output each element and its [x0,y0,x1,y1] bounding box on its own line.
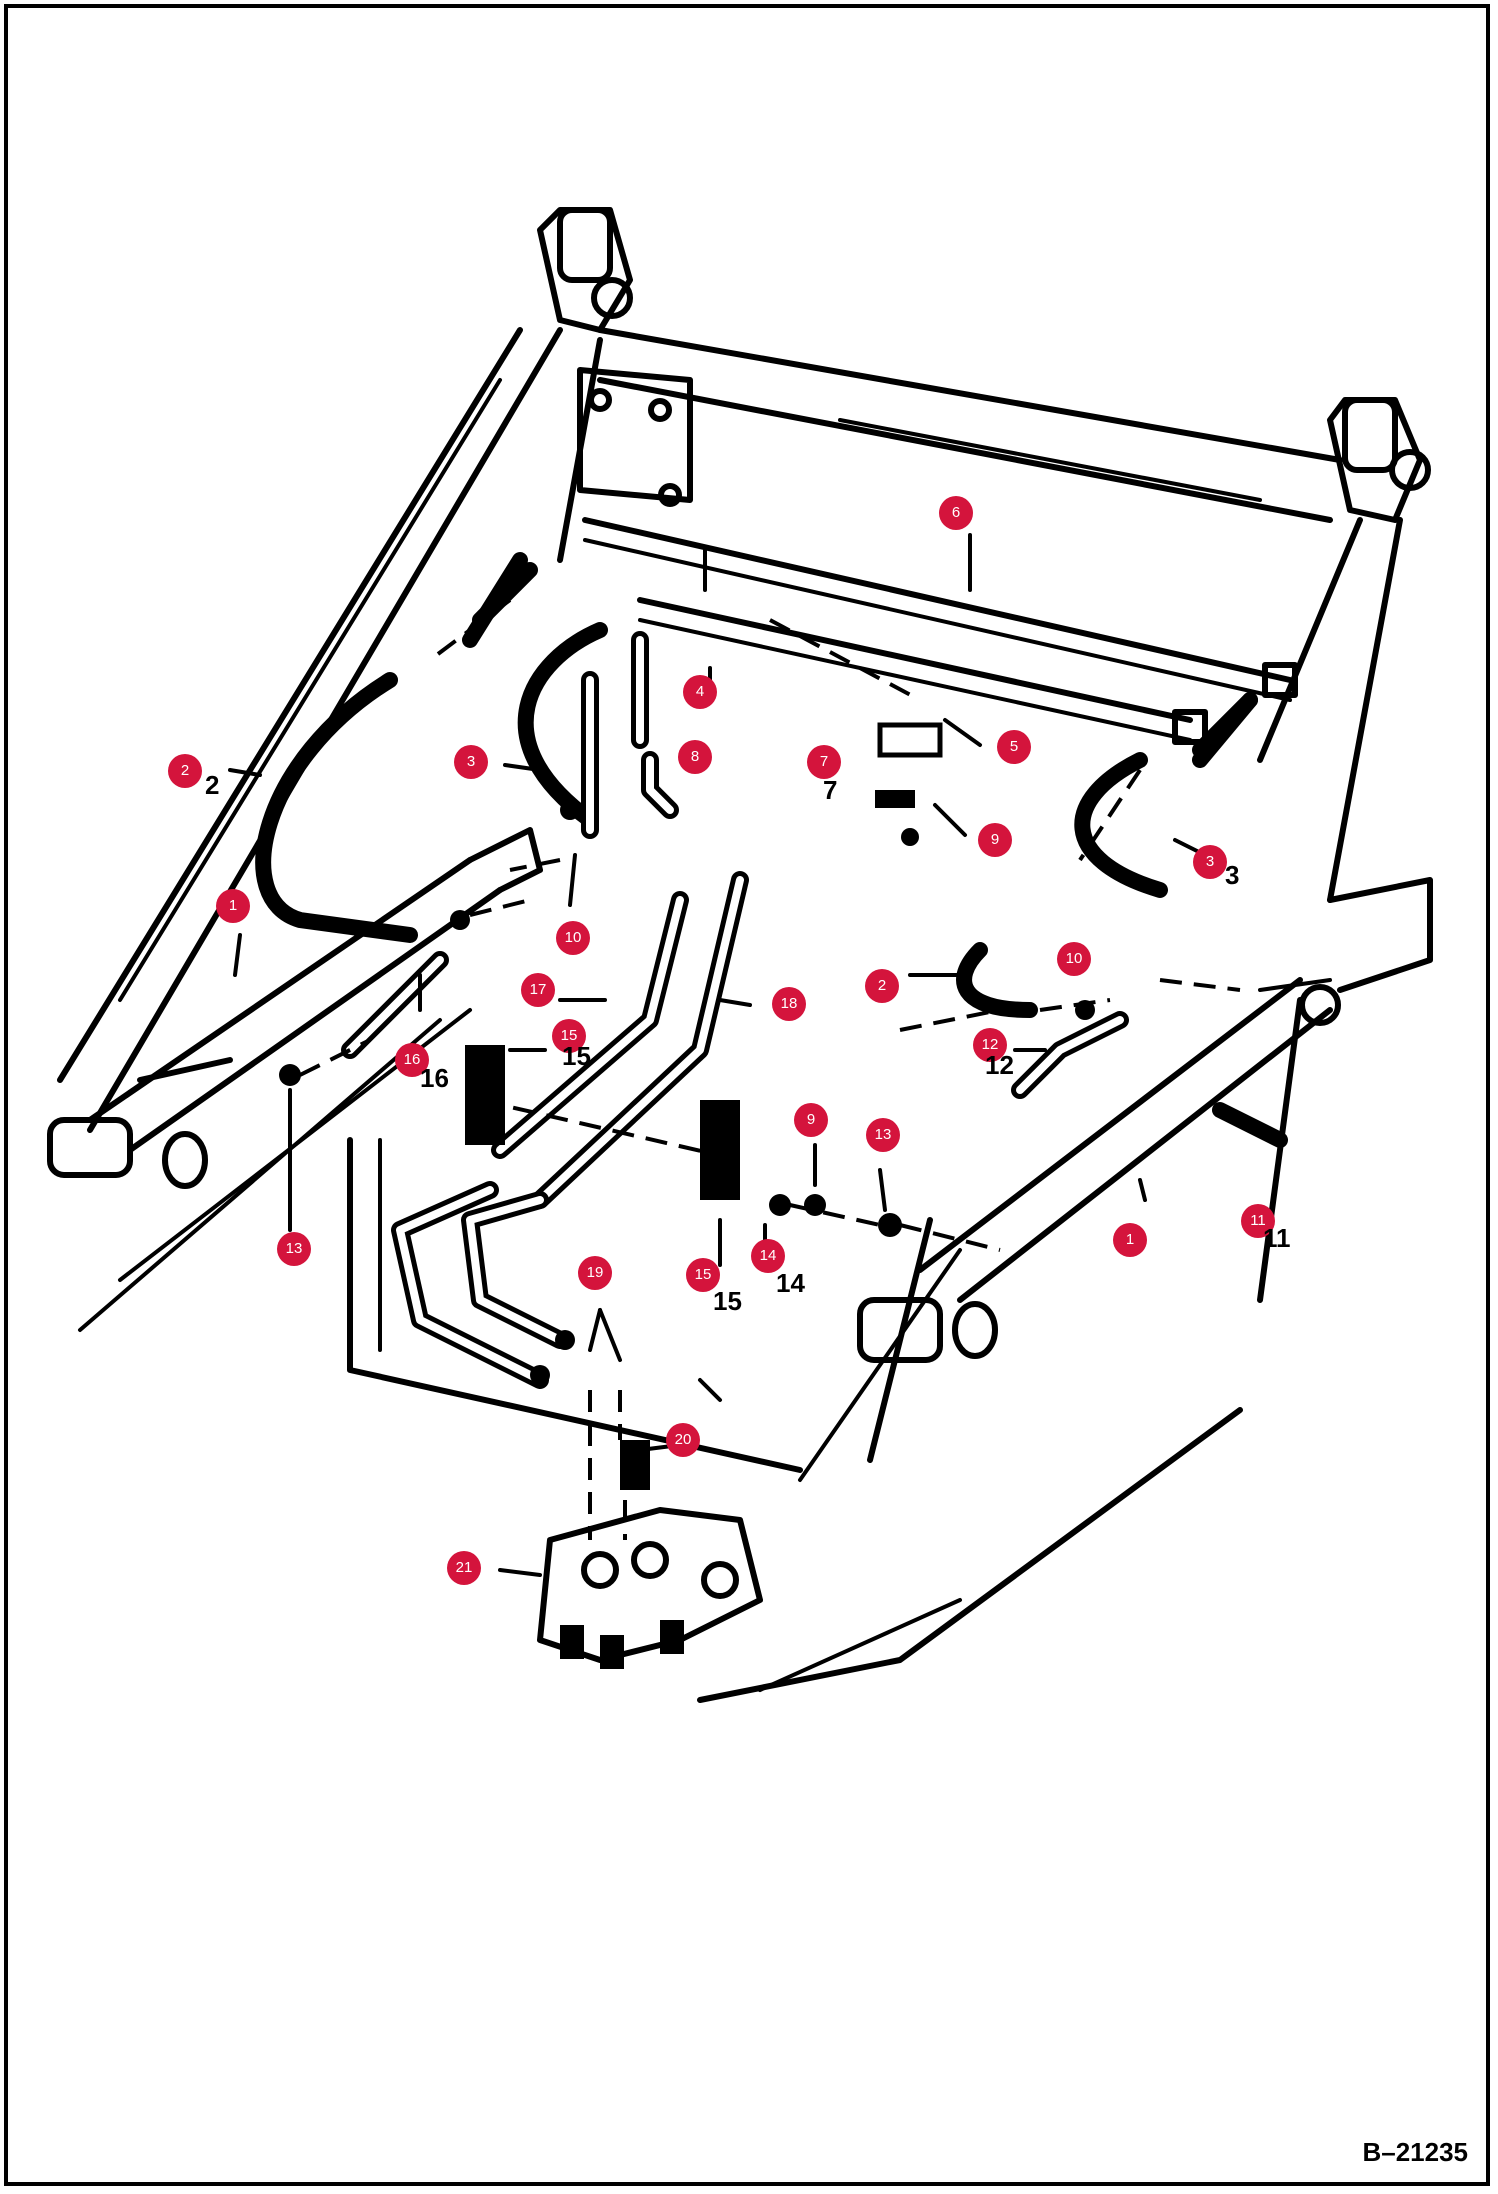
callout-2: 2 [865,969,899,1003]
drawing-number: B–21235 [1362,2137,1468,2167]
callout-10: 10 [556,921,590,955]
part-label-2: 2 [205,770,220,800]
fittings [279,562,1288,1669]
part-label-14: 14 [776,1268,805,1298]
callout-6: 6 [939,496,973,530]
part-label-3: 3 [1225,860,1240,890]
callout-10: 10 [1057,942,1091,976]
drawing-frame [4,4,1490,2186]
callout-12: 12 [973,1028,1007,1062]
callout-2: 2 [168,754,202,788]
callout-3: 3 [454,745,488,779]
callout-20: 20 [666,1423,700,1457]
callout-7: 7 [807,745,841,779]
callout-9: 9 [978,823,1012,857]
part-label-7: 7 [823,775,838,805]
callout-16: 16 [395,1043,429,1077]
callout-1: 1 [1113,1223,1147,1257]
callout-1: 1 [216,889,250,923]
callout-17: 17 [521,973,555,1007]
callout-5: 5 [997,730,1031,764]
callout-8: 8 [678,740,712,774]
part-label-16: 16 [420,1063,449,1093]
callout-21: 21 [447,1551,481,1585]
callout-3: 3 [1193,845,1227,879]
callout-13: 13 [277,1232,311,1266]
steel-lines [341,631,1129,1389]
callout-15: 15 [686,1258,720,1292]
assembly-lines [299,598,1241,1540]
part-label-12: 12 [985,1050,1014,1080]
callout-19: 19 [578,1256,612,1290]
leader-lines [228,533,1217,1577]
callout-11: 11 [1241,1204,1275,1238]
right-cylinder [857,977,1341,1363]
left-cylinder [47,827,543,1189]
callout-14: 14 [751,1239,785,1273]
callout-4: 4 [683,675,717,709]
part-label-15: 15 [562,1041,591,1071]
callout-13: 13 [866,1118,900,1152]
callout-15: 15 [552,1019,586,1053]
callout-9: 9 [794,1103,828,1137]
part-label-15: 15 [713,1286,742,1316]
part-label-11: 11 [1263,1223,1291,1253]
loader-frame [57,207,1433,1703]
callout-18: 18 [772,987,806,1021]
